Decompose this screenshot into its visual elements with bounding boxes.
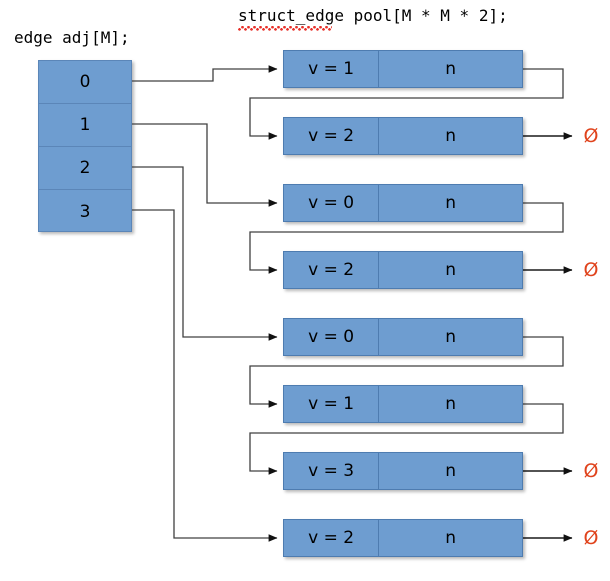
pool-node-value-label: v = 0	[308, 193, 355, 213]
pool-node-next-label: n	[445, 193, 456, 213]
adj-cell-label: 2	[79, 158, 91, 178]
pool-node-next-cell[interactable]: n	[379, 453, 522, 489]
null-symbol-node-6: Ø	[583, 460, 599, 482]
pool-node-7[interactable]: v = 2 n	[283, 519, 523, 557]
pool-node-1[interactable]: v = 2 n	[283, 117, 523, 155]
pool-node-value-cell[interactable]: v = 2	[284, 520, 380, 556]
pool-node-value-cell[interactable]: v = 1	[284, 51, 380, 87]
pool-node-next-label: n	[445, 394, 456, 414]
pool-array-caption: struct_edge pool[M * M * 2];	[238, 6, 508, 25]
pool-node-value-cell[interactable]: v = 0	[284, 185, 380, 221]
null-symbol-node-7: Ø	[583, 527, 599, 549]
adj-array: 0 1 2 3	[38, 60, 132, 232]
pool-node-value-label: v = 2	[308, 260, 355, 280]
pool-node-value-label: v = 1	[308, 394, 355, 414]
pool-node-value-label: v = 2	[308, 126, 355, 146]
pool-node-6[interactable]: v = 3 n	[283, 452, 523, 490]
pool-node-next-cell[interactable]: n	[379, 51, 522, 87]
pool-node-next-cell[interactable]: n	[379, 118, 522, 154]
adj-cell-0[interactable]: 0	[39, 61, 131, 104]
pool-node-value-label: v = 0	[308, 327, 355, 347]
adj-cell-label: 0	[79, 72, 91, 92]
adj-cell-2[interactable]: 2	[39, 147, 131, 190]
pool-node-next-cell[interactable]: n	[379, 520, 522, 556]
pool-node-value-cell[interactable]: v = 0	[284, 319, 380, 355]
pool-node-value-label: v = 2	[308, 528, 355, 548]
pool-node-3[interactable]: v = 2 n	[283, 251, 523, 289]
pool-node-next-label: n	[445, 327, 456, 347]
pool-node-next-cell[interactable]: n	[379, 319, 522, 355]
pool-node-value-cell[interactable]: v = 2	[284, 118, 380, 154]
spellcheck-underline-icon	[238, 26, 332, 31]
pool-node-5[interactable]: v = 1 n	[283, 385, 523, 423]
pool-node-value-label: v = 3	[308, 461, 355, 481]
pool-node-next-cell[interactable]: n	[379, 386, 522, 422]
pool-node-2[interactable]: v = 0 n	[283, 184, 523, 222]
pool-node-value-cell[interactable]: v = 1	[284, 386, 380, 422]
pool-node-next-cell[interactable]: n	[379, 185, 522, 221]
pool-node-value-label: v = 1	[308, 59, 355, 79]
pool-node-next-label: n	[445, 461, 456, 481]
null-symbol-node-1: Ø	[583, 125, 599, 147]
pool-node-4[interactable]: v = 0 n	[283, 318, 523, 356]
adj-cell-3[interactable]: 3	[39, 190, 131, 233]
null-symbol-node-3: Ø	[583, 259, 599, 281]
adj-cell-label: 3	[79, 201, 91, 222]
pool-node-0[interactable]: v = 1 n	[283, 50, 523, 88]
adj-cell-1[interactable]: 1	[39, 104, 131, 147]
pool-node-next-label: n	[445, 528, 456, 548]
adj-cell-label: 1	[79, 115, 91, 135]
pool-node-value-cell[interactable]: v = 3	[284, 453, 380, 489]
pool-node-value-cell[interactable]: v = 2	[284, 252, 380, 288]
pool-node-next-cell[interactable]: n	[379, 252, 522, 288]
pool-node-next-label: n	[445, 260, 456, 280]
pool-node-next-label: n	[445, 126, 456, 146]
pool-node-next-label: n	[445, 59, 456, 79]
adj-array-caption: edge adj[M];	[14, 28, 130, 47]
